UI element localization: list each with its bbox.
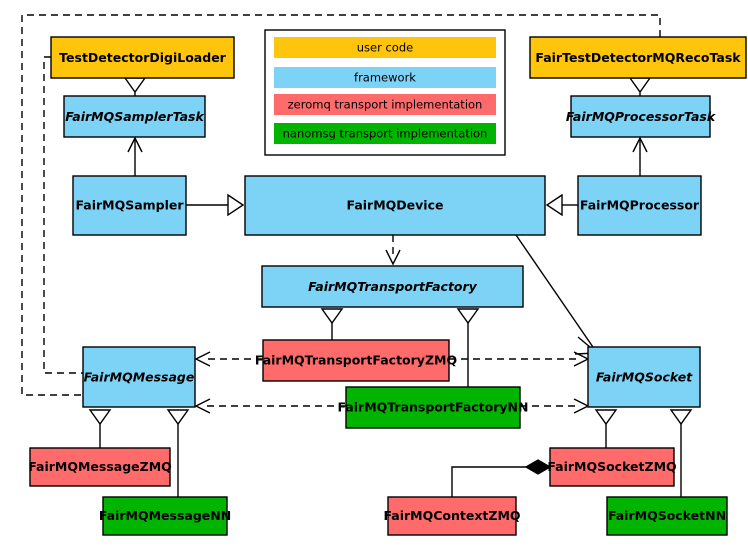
node-fairmqsocket-label: FairMQSocket	[596, 370, 693, 385]
arrowhead-tfzmq-to-tf	[320, 308, 344, 325]
node-fairmqsocketnn-box[interactable]	[606, 496, 728, 536]
node-fairmqtransportfactoryzmq[interactable]: FairMQTransportFactoryZMQ	[255, 339, 457, 382]
node-fairmqsocket-box[interactable]	[587, 346, 701, 408]
legend-label-framework: framework	[354, 71, 416, 85]
node-fairmqtransportfactory-label: FairMQTransportFactory	[308, 279, 477, 294]
arrowhead-messagezmq-to-message	[88, 409, 112, 426]
node-fairmqsocket[interactable]: FairMQSocket	[587, 346, 701, 408]
node-fairmqmessagenn[interactable]: FairMQMessageNN	[99, 496, 231, 536]
node-fairmqmessagenn-box[interactable]	[102, 496, 228, 536]
arrowhead-socketzmq-to-socket	[594, 409, 618, 426]
edge-device-to-socket	[515, 234, 596, 351]
node-fairmqmessagenn-label: FairMQMessageNN	[99, 508, 231, 523]
legend-swatch-zeromq	[274, 94, 496, 115]
arrowhead-processor-to-device	[545, 193, 563, 217]
arrowhead-tfzmq-to-message	[194, 351, 211, 367]
legend-label-nanomsg: nanomsg transport implementation	[283, 127, 488, 141]
node-fairmqprocessortask-label: FairMQProcessorTask	[566, 109, 716, 124]
node-fairtestdetectormqrecotask-label: FairTestDetectorMQRecoTask	[535, 50, 741, 65]
node-fairmqdevice-label: FairMQDevice	[347, 198, 444, 213]
node-fairmqprocessortask[interactable]: FairMQProcessorTask	[566, 95, 716, 138]
node-fairmqmessage-box[interactable]	[82, 346, 196, 408]
composition-diamond-socketzmq	[524, 459, 552, 475]
node-fairmqprocessor-label: FairMQProcessor	[580, 198, 700, 213]
node-fairmqmessagezmq[interactable]: FairMQMessageZMQ	[28, 447, 172, 487]
legend-swatch-nanomsg	[274, 123, 496, 144]
arrowhead-messagenn-to-message	[166, 409, 190, 426]
node-testdetectordigiloader-box[interactable]	[50, 36, 235, 79]
node-fairmqmessage-label: FairMQMessage	[84, 370, 195, 385]
node-fairmqsampler-box[interactable]	[72, 175, 187, 236]
node-fairtestdetectormqrecotask[interactable]: FairTestDetectorMQRecoTask	[529, 36, 747, 79]
node-fairmqtransportfactorynn-label: FairMQTransportFactoryNN	[338, 400, 529, 415]
node-fairmqprocessortask-box[interactable]	[570, 95, 711, 138]
legend-swatch-user-code	[274, 37, 496, 58]
node-fairmqcontextzmq-label: FairMQContextZMQ	[383, 508, 520, 523]
node-fairmqtransportfactorynn-box[interactable]	[345, 386, 521, 429]
node-fairmqprocessor[interactable]: FairMQProcessor	[577, 175, 702, 236]
node-fairmqdevice[interactable]: FairMQDevice	[244, 175, 546, 236]
legend-swatch-framework	[274, 67, 496, 88]
node-fairmqprocessor-box[interactable]	[577, 175, 702, 236]
node-fairmqsocketzmq[interactable]: FairMQSocketZMQ	[547, 447, 677, 487]
legend-label-user-code: user code	[357, 41, 413, 55]
node-fairmqtransportfactory[interactable]: FairMQTransportFactory	[261, 265, 524, 308]
node-testdetectordigiloader-label: TestDetectorDigiLoader	[59, 50, 227, 65]
node-fairmqsamplertask[interactable]: FairMQSamplerTask	[63, 95, 206, 138]
node-fairmqtransportfactory-box[interactable]	[261, 265, 524, 308]
legend-item-zeromq: zeromq transport implementation	[274, 94, 496, 115]
node-fairmqmessage[interactable]: FairMQMessage	[82, 346, 196, 408]
node-fairmqmessagezmq-label: FairMQMessageZMQ	[28, 459, 172, 474]
arrowhead-socketnn-to-socket	[669, 409, 693, 426]
node-fairmqsocketzmq-box[interactable]	[549, 447, 675, 487]
legend-item-nanomsg: nanomsg transport implementation	[274, 123, 496, 144]
legend-label-zeromq: zeromq transport implementation	[288, 98, 483, 112]
edge-recotask-to-message	[21, 14, 661, 396]
node-fairmqsampler[interactable]: FairMQSampler	[72, 175, 187, 236]
arrowhead-samplertask-to-digiloader	[123, 77, 147, 94]
node-fairmqsocketzmq-label: FairMQSocketZMQ	[547, 459, 676, 474]
arrowhead-device-to-transportfactory	[385, 249, 401, 266]
node-fairmqdevice-box[interactable]	[244, 175, 546, 236]
node-fairmqsampler-label: FairMQSampler	[75, 198, 184, 213]
arrowhead-processor-to-processortask	[632, 136, 648, 153]
node-fairmqsocketnn[interactable]: FairMQSocketNN	[606, 496, 728, 536]
node-fairmqsamplertask-box[interactable]	[63, 95, 206, 138]
node-fairmqsocketnn-label: FairMQSocketNN	[608, 508, 726, 523]
node-testdetectordigiloader[interactable]: TestDetectorDigiLoader	[50, 36, 235, 79]
node-layer: TestDetectorDigiLoader FairMQSamplerTask…	[28, 36, 747, 536]
edge-socketzmq-to-contextzmq	[451, 466, 533, 497]
node-fairmqcontextzmq[interactable]: FairMQContextZMQ	[383, 496, 521, 536]
arrowhead-sampler-to-samplertask	[127, 136, 143, 153]
edge-layer	[21, 14, 693, 497]
node-fairmqcontextzmq-box[interactable]	[387, 496, 517, 536]
legend: user code framework zeromq transport imp…	[264, 29, 506, 156]
node-fairmqtransportfactoryzmq-label: FairMQTransportFactoryZMQ	[255, 353, 457, 368]
arrowhead-sampler-to-device	[227, 193, 245, 217]
legend-item-framework: framework	[274, 67, 496, 88]
node-fairmqtransportfactoryzmq-box[interactable]	[262, 339, 450, 382]
node-fairmqtransportfactorynn[interactable]: FairMQTransportFactoryNN	[338, 386, 529, 429]
arrowhead-tfnn-to-message	[194, 398, 211, 414]
legend-item-user-code: user code	[274, 37, 496, 58]
node-fairtestdetectormqrecotask-box[interactable]	[529, 36, 747, 79]
arrowhead-tfnn-to-tf	[456, 308, 480, 325]
arrowhead-tfnn-to-socket	[573, 398, 590, 414]
arrowhead-processortask-to-recotask	[628, 77, 652, 94]
node-fairmqsamplertask-label: FairMQSamplerTask	[65, 109, 204, 124]
node-fairmqmessagezmq-box[interactable]	[29, 447, 171, 487]
